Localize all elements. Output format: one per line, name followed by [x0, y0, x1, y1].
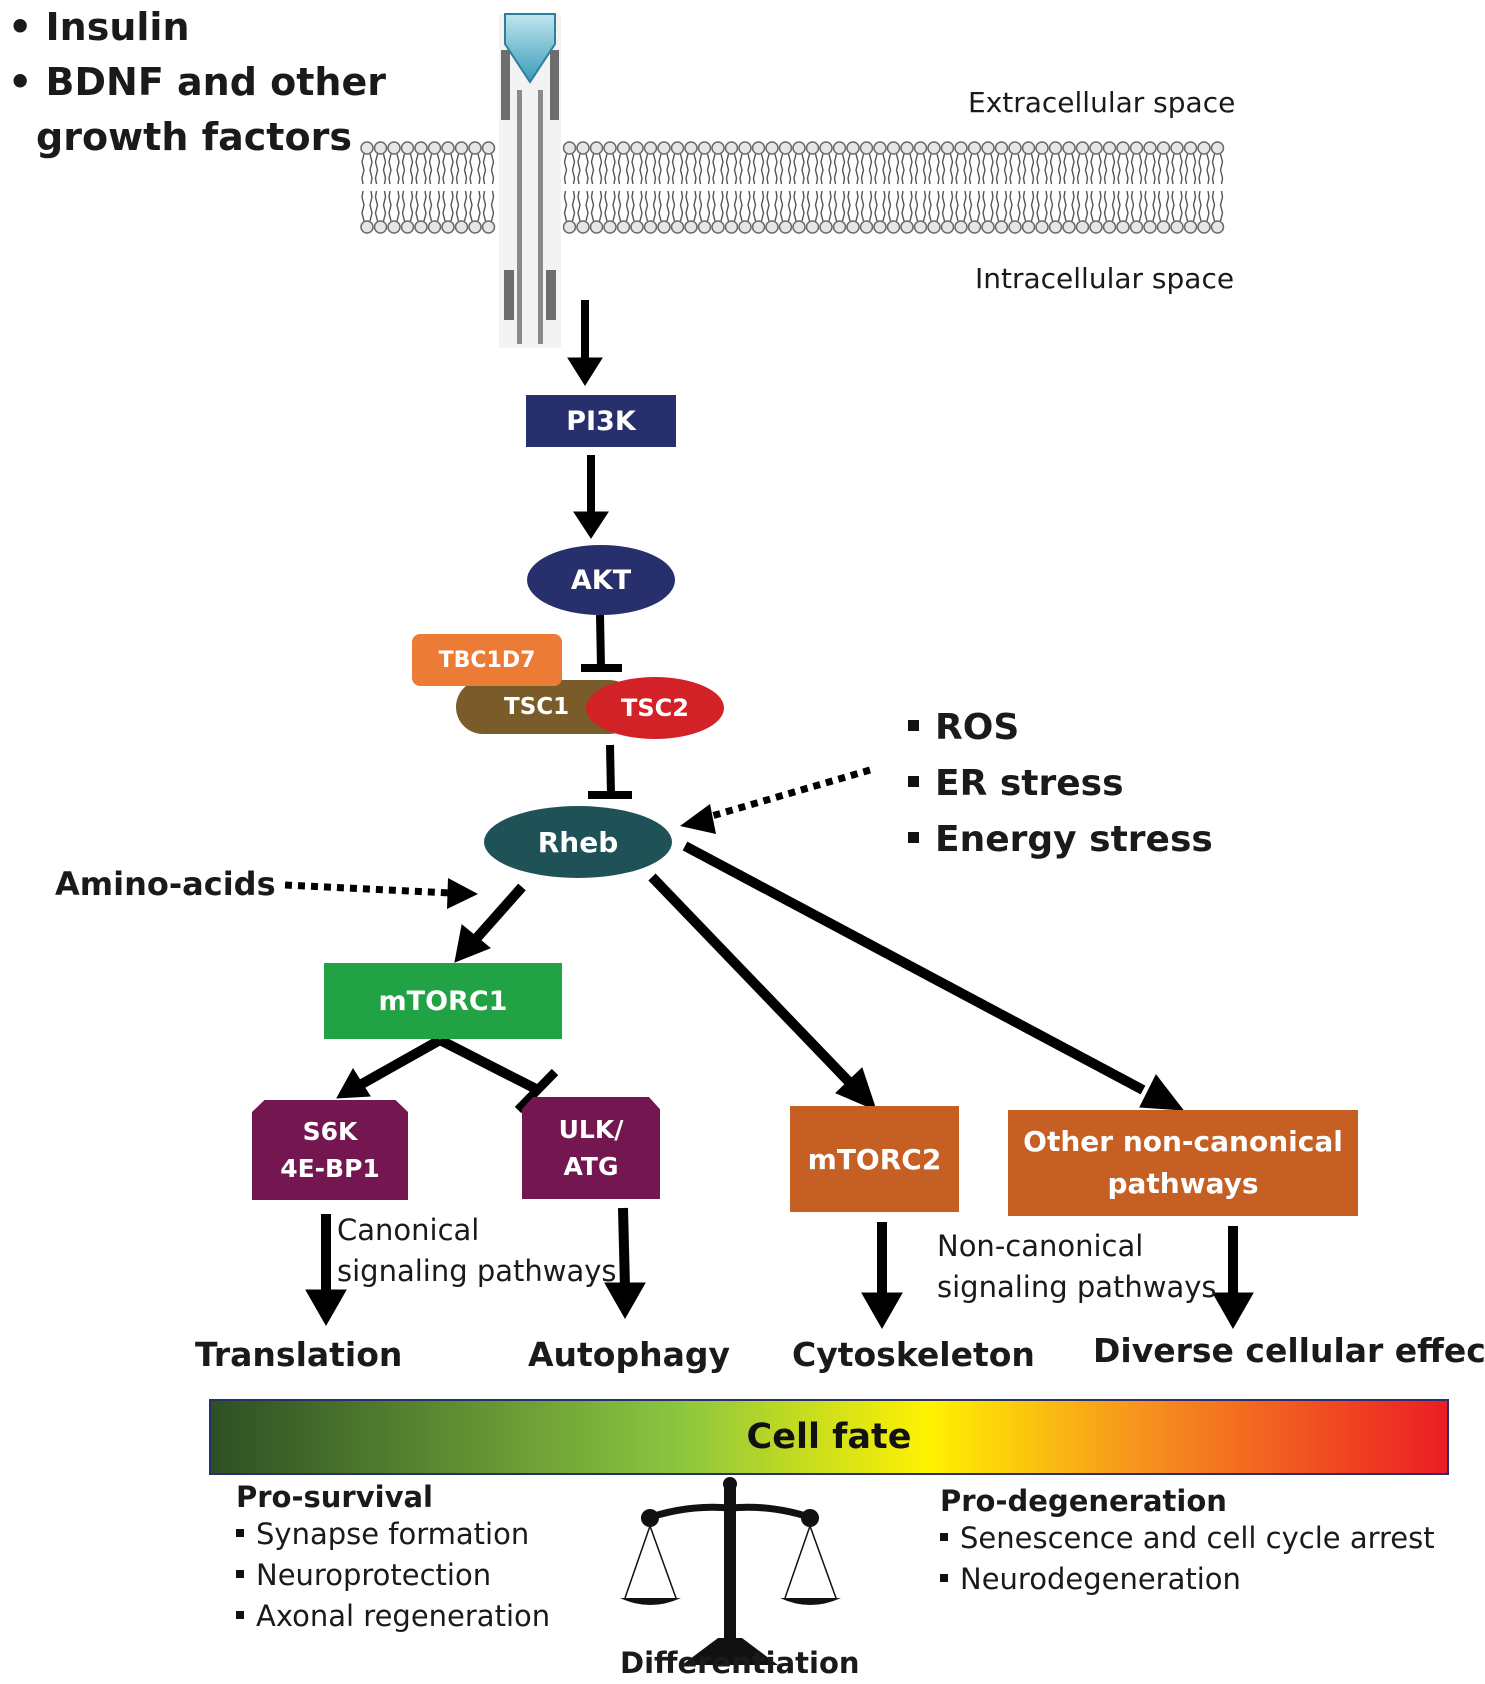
akt-node: AKT: [527, 545, 675, 615]
cell-fate-label: Cell fate: [746, 1417, 912, 1457]
membrane-bilayer-icon: [360, 141, 1225, 234]
noncanonical-label-line1: Non-canonical: [937, 1229, 1144, 1263]
ulk-atg-node: ULK/ ATG: [522, 1097, 660, 1199]
balance-scale-icon: [620, 1477, 841, 1665]
pro-degeneration-section: Pro-degeneration Senescence and cell cyc…: [940, 1484, 1435, 1600]
pro-degeneration-item-label: Neurodegeneration: [960, 1562, 1241, 1596]
outcome-diverse-effects: Diverse cellular effects: [1093, 1331, 1485, 1370]
bullet-icon: [236, 1570, 244, 1578]
other-noncanonical-label-2: pathways: [1107, 1167, 1259, 1200]
ligand-insulin-label: Insulin: [45, 5, 190, 49]
stress-ros: ROS: [908, 700, 1213, 756]
inhibition-bars: [581, 614, 632, 799]
bullet-icon: [236, 1529, 244, 1537]
ligand-bdnf-label: BDNF and other: [45, 60, 386, 104]
differentiation-label: Differentiation: [620, 1646, 860, 1680]
pro-survival-item: Neuroprotection: [236, 1555, 550, 1596]
pro-survival-item: Synapse formation: [236, 1514, 550, 1555]
pro-degeneration-item: Senescence and cell cycle arrest: [940, 1518, 1435, 1559]
activation-arrows: [567, 300, 609, 539]
bullet-icon: [940, 1533, 948, 1541]
ligand-growth-factors: growth factors: [36, 115, 352, 159]
receptor-icon: [499, 13, 561, 348]
canonical-pathways-label: Canonical signaling pathways: [337, 1210, 617, 1292]
rheb-arrows: [454, 841, 1185, 1111]
ligand-bdnf: • BDNF and other: [8, 60, 386, 104]
outcome-arrows: [305, 1207, 1254, 1330]
bullet-icon: [908, 719, 919, 731]
mtorc1-node: mTORC1: [324, 963, 562, 1039]
modulator-arrows: [284, 766, 871, 909]
bullet-icon: [236, 1611, 244, 1619]
pro-degeneration-item-label: Senescence and cell cycle arrest: [960, 1521, 1435, 1555]
s6k-label: S6K: [302, 1117, 358, 1146]
stress-energy-label: Energy stress: [935, 819, 1213, 860]
stress-er: ER stress: [908, 756, 1213, 812]
outcome-cytoskeleton: Cytoskeleton: [792, 1335, 1035, 1374]
other-noncanonical-node: Other non-canonical pathways: [1008, 1110, 1358, 1216]
4ebp1-label: 4E-BP1: [280, 1154, 380, 1183]
stress-list: ROS ER stress Energy stress: [908, 700, 1213, 868]
pro-degeneration-item: Neurodegeneration: [940, 1559, 1435, 1600]
bullet-icon: [940, 1574, 948, 1582]
amino-acids-label: Amino-acids: [55, 865, 276, 903]
noncanonical-pathways-label: Non-canonical signaling pathways: [937, 1226, 1217, 1308]
pro-survival-title: Pro-survival: [236, 1480, 433, 1514]
stress-ros-label: ROS: [935, 707, 1020, 748]
tsc2-node: TSC2: [586, 677, 724, 739]
pro-survival-section: Pro-survival Synapse formation Neuroprot…: [236, 1480, 550, 1637]
mtorc2-node: mTORC2: [790, 1106, 959, 1212]
ligand-insulin: • Insulin: [8, 5, 190, 49]
stress-energy: Energy stress: [908, 812, 1213, 868]
other-noncanonical-label-1: Other non-canonical: [1023, 1125, 1343, 1158]
canonical-label-line1: Canonical: [337, 1213, 480, 1247]
pro-survival-item: Axonal regeneration: [236, 1596, 550, 1637]
bullet-icon: [908, 775, 919, 787]
outcome-autophagy: Autophagy: [528, 1335, 730, 1374]
ulk-label: ULK/: [558, 1115, 624, 1144]
intracellular-space-label: Intracellular space: [975, 262, 1235, 295]
extracellular-space-label: Extracellular space: [968, 86, 1236, 119]
pro-survival-item-label: Neuroprotection: [256, 1558, 492, 1592]
canonical-label-line2: signaling pathways: [337, 1254, 617, 1288]
pi3k-node: PI3K: [526, 395, 676, 447]
noncanonical-label-line2: signaling pathways: [937, 1270, 1217, 1304]
cell-fate-bar: [209, 1399, 1449, 1475]
pro-survival-item-label: Synapse formation: [256, 1517, 530, 1551]
mtorc1-arrows: [336, 1035, 559, 1114]
outcome-translation: Translation: [195, 1335, 403, 1374]
tbc1d7-node: TBC1D7: [412, 634, 562, 686]
rheb-node: Rheb: [484, 806, 672, 878]
bullet-icon: [908, 831, 919, 843]
pro-survival-item-label: Axonal regeneration: [256, 1599, 551, 1633]
pro-degeneration-title: Pro-degeneration: [940, 1484, 1227, 1518]
atg-label: ATG: [563, 1152, 619, 1181]
stress-er-label: ER stress: [935, 763, 1124, 804]
s6k-4ebp1-node: S6K 4E-BP1: [252, 1100, 408, 1200]
